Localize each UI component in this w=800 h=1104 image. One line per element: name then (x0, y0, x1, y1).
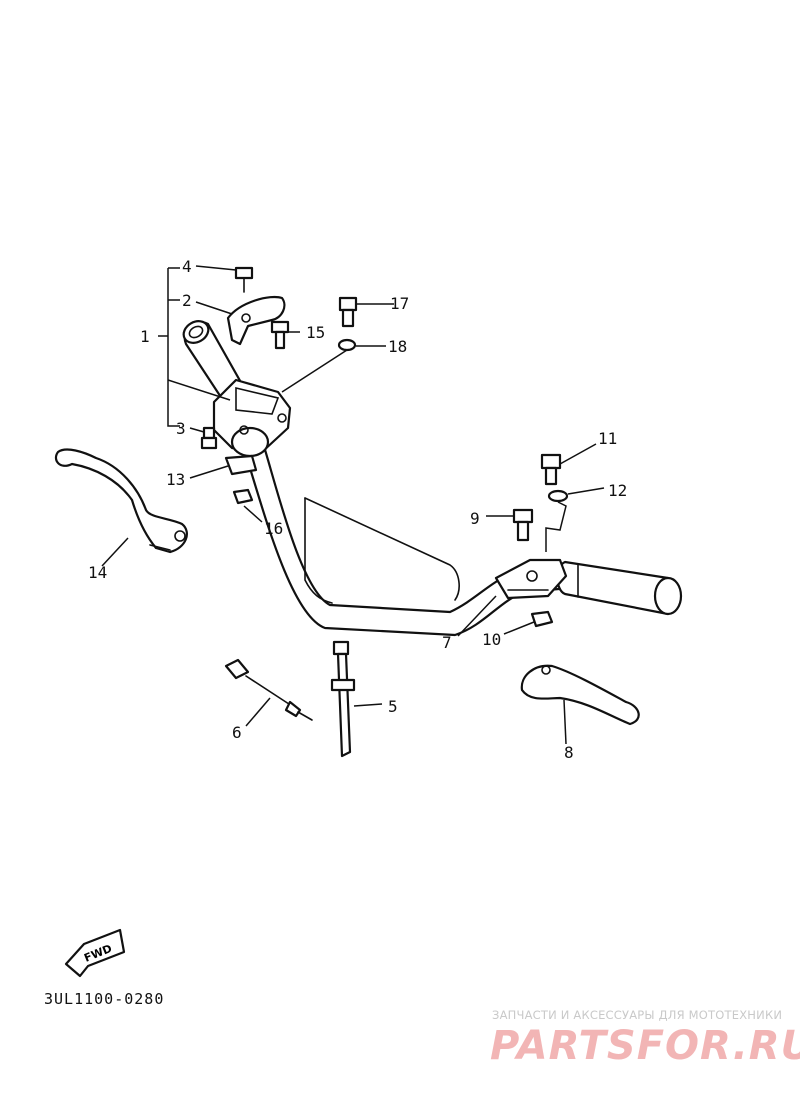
callout-6: 6 (232, 723, 242, 742)
brake-lever (520, 664, 640, 726)
callout-2: 2 (182, 291, 192, 310)
callout-12: 12 (608, 481, 627, 500)
leader-lines (101, 265, 605, 745)
drawing-code: 3UL1100-0280 (44, 990, 165, 1008)
callout-9: 9 (470, 509, 480, 528)
cable (224, 658, 313, 721)
callout-16: 16 (264, 519, 283, 538)
clutch-lever (54, 448, 188, 554)
callout-10: 10 (482, 630, 501, 649)
callout-14: 14 (88, 563, 107, 582)
nut-16 (232, 488, 254, 505)
bolt-17 (338, 296, 358, 328)
bolt-15 (270, 320, 290, 350)
nut-10 (530, 610, 554, 628)
callout-15: 15 (306, 323, 325, 342)
callout-13: 13 (166, 470, 185, 489)
brake-lever-holder (494, 558, 568, 600)
callout-7: 7 (442, 633, 452, 652)
callout-4: 4 (182, 257, 192, 276)
washer-18 (337, 338, 357, 352)
fwd-arrow: FWD (64, 928, 126, 978)
bolt-9 (512, 508, 534, 542)
bolt-11 (540, 453, 562, 486)
callout-18: 18 (388, 337, 407, 356)
watermark-caption: ЗАПЧАСТИ И АКСЕССУАРЫ ДЛЯ МОТОТЕХНИКИ (492, 1008, 783, 1022)
callout-11: 11 (598, 429, 617, 448)
callouts: 1 2 3 4 5 6 7 8 9 10 11 12 13 14 15 16 1… (88, 257, 627, 762)
handlebar (182, 320, 683, 637)
watermark-logo: PARTSFOR.RU (490, 1023, 800, 1069)
callout-3: 3 (176, 419, 186, 438)
clutch-lever-holder (212, 378, 292, 476)
washer-12 (547, 489, 569, 503)
callout-1: 1 (140, 327, 150, 346)
cable-tie (330, 640, 356, 758)
callout-5: 5 (388, 697, 398, 716)
cable-bracket (226, 295, 286, 346)
screw-3 (200, 426, 218, 450)
callout-17: 17 (390, 294, 409, 313)
callout-8: 8 (564, 743, 574, 762)
screw-4 (234, 266, 254, 293)
